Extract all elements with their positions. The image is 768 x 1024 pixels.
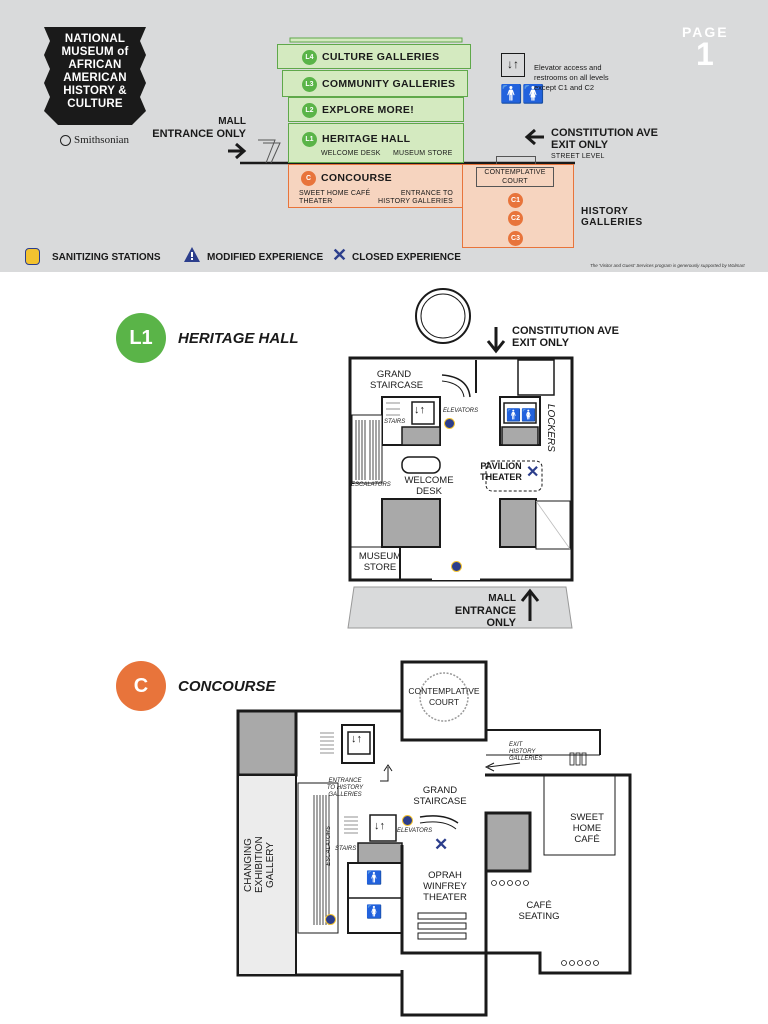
level-badge: L3 — [302, 77, 317, 92]
concourse-floorplan — [236, 660, 632, 1017]
logo-line: NATIONAL — [64, 33, 126, 45]
left-arrow-icon — [524, 128, 544, 146]
l1-badge: L1 — [116, 313, 166, 363]
page-label: PAGE — [682, 24, 729, 40]
l1-title: HERITAGE HALL — [178, 330, 299, 347]
elevator-icon: ↓↑ — [414, 404, 425, 416]
c-badge: C — [116, 661, 166, 711]
l1-stairs-label: STAIRS — [384, 419, 406, 425]
c-grand-staircase-label: GRAND STAIRCASE — [413, 785, 467, 807]
logo-line: MUSEUM of — [61, 46, 129, 58]
sanitizer-icon — [25, 248, 40, 265]
concourse-sub: THEATER — [299, 198, 333, 205]
sanitizer-icon — [402, 815, 413, 826]
l1-exit-label: CONSTITUTION AVE EXIT ONLY — [512, 325, 619, 349]
c-elevators-label: ELEVATORS — [397, 828, 433, 834]
l1-escalators-label: ESCALATORS — [351, 482, 391, 488]
legend-closed: CLOSED EXPERIENCE — [352, 252, 461, 263]
street-level-label: STREET LEVEL — [551, 153, 605, 160]
level-l3[interactable]: L3 COMMUNITY GALLERIES — [282, 70, 468, 97]
level-concourse[interactable]: C CONCOURSE SWEET HOME CAFÉ THEATER ENTR… — [288, 164, 464, 208]
logo-line: CULTURE — [67, 98, 123, 110]
court-roof — [496, 156, 536, 164]
c-escalators-label: ESCALATORS — [326, 826, 332, 866]
cafe-seating-label: CAFÉ SEATING — [518, 900, 560, 922]
badge-c3: C3 — [508, 231, 523, 246]
concourse-sub: ENTRANCE TO — [400, 190, 453, 197]
sweet-home-cafe-label: SWEET HOME CAFÉ — [570, 812, 604, 845]
c-title: CONCOURSE — [178, 678, 276, 695]
logo-line: HISTORY & — [63, 85, 127, 97]
logo-line: AFRICAN — [68, 59, 122, 71]
elevator-note: Elevator access and restrooms on all lev… — [534, 63, 609, 92]
c-stairs-label: STAIRS — [335, 846, 357, 852]
level-label: COMMUNITY GALLERIES — [322, 78, 456, 90]
restroom-icon: 🚹🚺 — [506, 408, 536, 422]
mens-restroom-icon: 🚹 — [366, 870, 383, 885]
l1-floorplan — [347, 288, 574, 629]
sun-icon — [60, 134, 71, 146]
right-arrow-icon — [228, 142, 247, 160]
smithsonian-logo: Smithsonian — [60, 134, 129, 146]
elevator-icon: ↓↑ — [351, 733, 362, 745]
l1-grand-staircase-label: GRAND STAIRCASE — [370, 369, 424, 391]
sanitizer-icon — [325, 914, 336, 925]
level-label: CULTURE GALLERIES — [322, 51, 440, 63]
museum-logo: NATIONAL MUSEUM of AFRICAN AMERICAN HIST… — [42, 27, 148, 125]
l1-sub-store: MUSEUM STORE — [393, 150, 453, 157]
warning-icon — [184, 247, 200, 262]
closed-x-icon: ✕ — [526, 464, 540, 481]
level-label: HERITAGE HALL — [322, 133, 411, 145]
contemplative-court-box: CONTEMPLATIVE COURT — [476, 167, 554, 187]
sanitizer-icon — [451, 561, 462, 572]
closed-x-icon: ✕ — [434, 835, 449, 854]
elevator-icon: ↓↑ — [374, 820, 385, 832]
closed-x-icon: ✕ — [332, 245, 348, 265]
constitution-exit-label: CONSTITUTION AVE EXIT ONLY — [551, 127, 658, 151]
mall-entrance-label: MALL ENTRANCE ONLY — [152, 116, 246, 140]
level-badge: C — [301, 171, 316, 186]
oprah-theater-label: OPRAH WINFREY THEATER — [423, 870, 467, 903]
level-badge: L1 — [302, 132, 317, 147]
sanitizer-icon — [444, 418, 455, 429]
l1-entrance-label: MALL ENTRANCE ONLY — [454, 593, 516, 629]
level-l2[interactable]: L2 EXPLORE MORE! — [288, 97, 464, 122]
exit-history-label: EXIT HISTORY GALLERIES — [509, 742, 543, 762]
level-label: EXPLORE MORE! — [322, 104, 414, 116]
changing-gallery-label: CHANGING EXHIBITION GALLERY — [243, 836, 276, 894]
level-label: CONCOURSE — [321, 172, 392, 184]
legend-sanitizing: SANITIZING STATIONS — [52, 252, 161, 263]
page-number: 1 — [696, 36, 714, 72]
elevator-icon: ↓↑ — [501, 53, 525, 77]
entrance-history-label: ENTRANCE TO HISTORY GALLERIES — [326, 778, 364, 798]
pavilion-theater-label: PAVILION THEATER — [480, 461, 522, 482]
lockers-label: LOCKERS — [545, 404, 556, 452]
l1-elevators-label: ELEVATORS — [443, 408, 479, 414]
history-galleries-label: HISTORY GALLERIES — [581, 206, 643, 228]
welcome-desk-label: WELCOME DESK — [404, 475, 454, 497]
restroom-icon: 🚹🚺 — [500, 84, 545, 104]
level-l1[interactable]: L1 HERITAGE HALL WELCOME DESK MUSEUM STO… — [288, 123, 464, 163]
legend-modified: MODIFIED EXPERIENCE — [207, 252, 324, 263]
credit-text: The 'Visitor and Guest' Services program… — [590, 263, 745, 268]
logo-line: AMERICAN — [63, 72, 127, 84]
concourse-sub: SWEET HOME CAFÉ — [299, 190, 371, 197]
womens-restroom-icon: 🚺 — [366, 904, 383, 919]
level-l4[interactable]: L4 CULTURE GALLERIES — [277, 44, 471, 69]
badge-c1: C1 — [508, 193, 523, 208]
level-badge: L4 — [302, 50, 317, 65]
level-badge: L2 — [302, 103, 317, 118]
concourse-sub: HISTORY GALLERIES — [378, 198, 453, 205]
l1-sub-welcome: WELCOME DESK — [321, 150, 381, 157]
museum-store-label: MUSEUM STORE — [358, 551, 402, 573]
overview-panel: NATIONAL MUSEUM of AFRICAN AMERICAN HIST… — [0, 0, 768, 272]
contemplative-court-label: CONTEMPLATIVE COURT — [408, 686, 480, 707]
badge-c2: C2 — [508, 211, 523, 226]
